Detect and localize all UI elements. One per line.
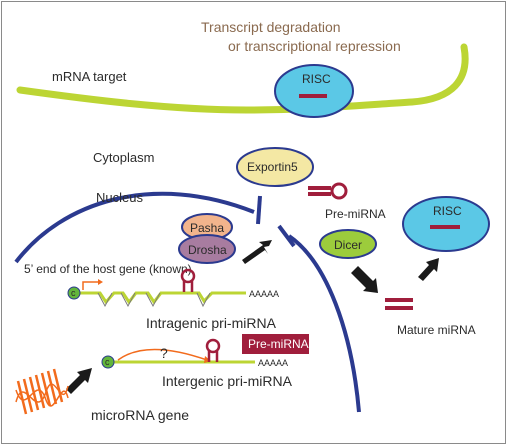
intergenic-cap: c xyxy=(105,357,110,367)
risc-right-mirna xyxy=(430,225,460,229)
pre-mirna-badge-text: Pre-miRNA xyxy=(248,337,309,351)
pre-mirna-label: Pre-miRNA xyxy=(325,207,386,221)
microrna-gene-label: microRNA gene xyxy=(91,407,189,423)
intergenic-pri-mirna-label: Intergenic pri-miRNA xyxy=(162,373,293,389)
dicer-label: Dicer xyxy=(334,238,362,252)
intragenic-cap: c xyxy=(71,288,76,298)
risc-complex-right: RISC xyxy=(402,196,490,252)
arrow-mature-to-risc xyxy=(418,258,439,281)
dicer-protein: Dicer xyxy=(319,229,377,259)
risc-right-label: RISC xyxy=(433,204,462,218)
mature-mirna-label: Mature miRNA xyxy=(397,323,476,337)
drosha-label: Drosha xyxy=(188,243,227,257)
intragenic-polya: AAAAA xyxy=(249,289,279,299)
risc-top-mirna xyxy=(299,94,327,98)
arrow-dicer-to-mature xyxy=(351,266,378,293)
intergenic-question-mark: ? xyxy=(160,345,168,361)
mirna-pathway-diagram: Transcript degradation or transcriptiona… xyxy=(14,19,490,423)
risc-top-label: RISC xyxy=(302,72,331,86)
intergenic-pri-mirna: ? c AAAAA xyxy=(101,338,288,369)
intragenic-pri-mirna-label: Intragenic pri-miRNA xyxy=(146,315,277,331)
exportin5-protein: Exportin5 xyxy=(236,147,314,187)
mrna-target-label: mRNA target xyxy=(52,69,127,84)
mature-mirna-duplex xyxy=(385,298,413,310)
degradation-note-line2: or transcriptional repression xyxy=(228,38,401,54)
pre-mirna-badge: Pre-miRNA xyxy=(242,334,309,354)
arrow-to-drosha xyxy=(242,240,272,264)
nuclear-pore-left xyxy=(256,195,262,225)
microrna-gene-helix xyxy=(15,368,69,415)
intragenic-pri-mirna: c AAAAA xyxy=(67,268,279,308)
degradation-note-line1: Transcript degradation xyxy=(201,19,341,35)
host-gene-tss-arrow xyxy=(82,281,98,290)
exportin5-label: Exportin5 xyxy=(247,160,298,174)
risc-complex-top: RISC xyxy=(274,64,354,118)
intergenic-polya: AAAAA xyxy=(258,358,288,368)
host-gene-label: 5’ end of the host gene (known) xyxy=(24,262,192,276)
nucleus-label: Nucleus xyxy=(96,190,143,205)
pre-mirna-hairpin-cytoplasm xyxy=(308,182,348,200)
pasha-protein: Pasha xyxy=(181,213,233,241)
nuclear-pore-right xyxy=(277,224,296,248)
nuclear-membrane-left xyxy=(14,191,255,264)
drosha-protein: Drosha xyxy=(178,234,236,264)
arrow-gene-to-intergenic xyxy=(66,368,92,394)
nuclear-membrane-right xyxy=(287,234,361,413)
pasha-label: Pasha xyxy=(190,221,224,235)
cytoplasm-label: Cytoplasm xyxy=(93,150,154,165)
